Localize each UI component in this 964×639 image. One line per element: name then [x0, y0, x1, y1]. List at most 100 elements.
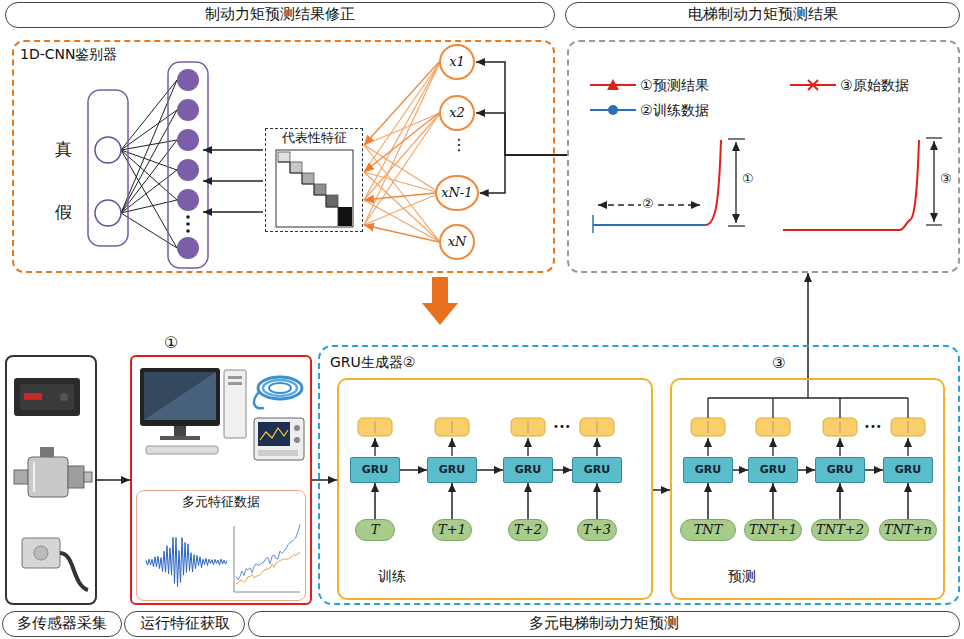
connector — [807, 273, 809, 378]
node-label: GRU — [362, 463, 388, 476]
cable-illustration — [258, 377, 302, 399]
feature-fan-line — [364, 113, 440, 225]
node-label: x2 — [449, 105, 465, 121]
torque-sensor-icon — [14, 447, 92, 497]
output-arrow — [374, 438, 375, 456]
output-label: 假 — [55, 202, 72, 222]
feature-matrix — [276, 150, 353, 227]
output-layer — [88, 90, 128, 246]
node-label: 多元特征数据 — [182, 494, 260, 510]
input-step: TNT+n — [879, 519, 937, 541]
accelerometer-icon — [34, 546, 48, 560]
hidden-layer — [186, 215, 190, 219]
connector — [907, 483, 909, 519]
prediction-curve — [706, 140, 721, 225]
feature-acquisition-box: ①运行特征获取多元特征数据 — [130, 355, 312, 605]
gru-output — [452, 421, 453, 433]
generator-region: GRU生成器②多元电梯制动力矩预测训练GRUGRUGRUGRUTT+1T+2T+… — [318, 345, 960, 605]
feature-arrow — [203, 150, 263, 212]
computer-illustration — [144, 372, 216, 420]
node-label: T — [371, 522, 380, 538]
ellipsis: ••• — [864, 421, 882, 433]
hidden-layer — [168, 62, 208, 268]
hidden-layer — [177, 189, 199, 211]
output-layer — [88, 90, 128, 246]
meter-illustration — [254, 418, 304, 460]
gru-output — [891, 418, 925, 436]
gru-output — [358, 418, 392, 436]
gru-output — [375, 421, 376, 433]
torque-sensor-icon — [14, 470, 28, 484]
gru-cell: GRU — [883, 457, 933, 483]
gru-cell: GRU — [683, 457, 733, 483]
feature-fan-line — [364, 62, 440, 225]
feature-fan-line — [364, 62, 440, 172]
connector — [839, 483, 841, 519]
feature-matrix — [302, 173, 314, 184]
feature-fan-line — [364, 145, 440, 242]
trend-plot-axis — [234, 526, 300, 592]
output-bracket — [907, 398, 908, 418]
original-data-curve — [783, 138, 942, 230]
torque-sensor-icon — [84, 472, 92, 482]
legend-text: ③原始数据 — [840, 77, 909, 93]
feature-fan-line — [364, 200, 440, 242]
box-heading: 训练 — [378, 568, 406, 585]
gru-output — [435, 418, 469, 436]
connector — [865, 469, 883, 471]
trend-plot — [236, 524, 300, 579]
gru-output — [597, 421, 598, 433]
connector — [312, 479, 337, 481]
torque-sensor-icon — [68, 466, 84, 488]
legend-item: ③原始数据 — [790, 76, 909, 93]
feature-matrix — [338, 207, 352, 226]
input-step: T — [355, 519, 395, 541]
feature-fan-line — [364, 62, 440, 242]
node-label: TNT+n — [884, 522, 932, 538]
input-step: TNT+2 — [811, 519, 869, 541]
trend-plot-axis — [234, 592, 300, 593]
region-heading: GRU生成器② — [330, 354, 415, 371]
output-arrow — [707, 438, 708, 456]
connector — [364, 193, 435, 200]
laser-sensor-icon — [14, 378, 80, 416]
torque-sensor-icon — [28, 457, 68, 497]
legend-text: ①预测结果 — [640, 77, 709, 93]
input-neuron: x2 — [439, 95, 475, 131]
connector — [798, 469, 815, 471]
section-band: 运行特征获取 — [124, 611, 245, 637]
hidden-layer — [177, 69, 199, 91]
computer-illustration — [140, 368, 220, 426]
computer-illustration — [228, 382, 242, 385]
input-step: T+3 — [577, 519, 617, 541]
node-label: GRU — [895, 463, 921, 476]
gru-cell: GRU — [815, 457, 865, 483]
feature-fan-line — [364, 62, 440, 200]
ellipsis: ••• — [553, 421, 571, 433]
legend-sample — [608, 105, 618, 115]
original-data-curve — [926, 137, 942, 138]
connector — [527, 483, 529, 519]
prediction-curve — [728, 138, 745, 139]
connector — [400, 469, 427, 471]
output-arrow — [907, 438, 908, 456]
hidden-layer — [186, 229, 190, 233]
meter-illustration — [260, 428, 288, 440]
legend-text: ②训练数据 — [640, 102, 709, 118]
node-label: xN — [448, 234, 467, 250]
hidden-layer — [177, 159, 199, 181]
computer-illustration — [228, 376, 242, 379]
prediction-curve — [706, 139, 745, 226]
legend-sample — [607, 79, 619, 90]
result-region: 电梯制动力矩预测结果 — [567, 40, 960, 273]
original-data-curve — [783, 140, 919, 230]
meter-illustration — [258, 450, 298, 456]
callout-number: ① — [164, 333, 178, 352]
gru-output — [708, 421, 709, 433]
gru-output — [773, 421, 774, 433]
connector — [97, 479, 130, 481]
computer-illustration — [140, 368, 246, 454]
connector — [451, 483, 453, 519]
